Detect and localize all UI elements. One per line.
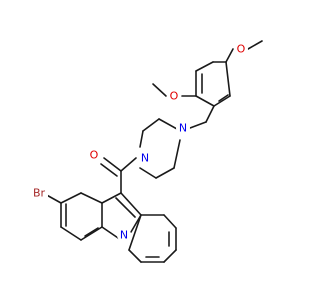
svg-text:O: O [90, 149, 99, 162]
atom-label-quinoline-nitrogen: N [117, 228, 131, 242]
bond-lines [42, 40, 263, 263]
svg-text:O: O [237, 43, 246, 56]
atom-label-bromine: Br [30, 186, 48, 200]
atom-label-piperazine-nitrogen-1: N [138, 151, 152, 165]
atom-label-carbonyl-oxygen: O [87, 148, 101, 162]
svg-text:O: O [170, 90, 179, 103]
svg-text:N: N [120, 229, 128, 242]
atom-label-piperazine-nitrogen-2: N [176, 121, 190, 135]
molecule-structure-diagram: O N N O O Br N [30, 40, 263, 263]
svg-text:N: N [179, 122, 187, 135]
svg-text:N: N [141, 152, 149, 165]
atom-label-methoxy-oxygen-left: O [167, 89, 181, 103]
svg-text:Br: Br [33, 187, 46, 200]
atom-label-methoxy-oxygen-top: O [234, 42, 248, 56]
